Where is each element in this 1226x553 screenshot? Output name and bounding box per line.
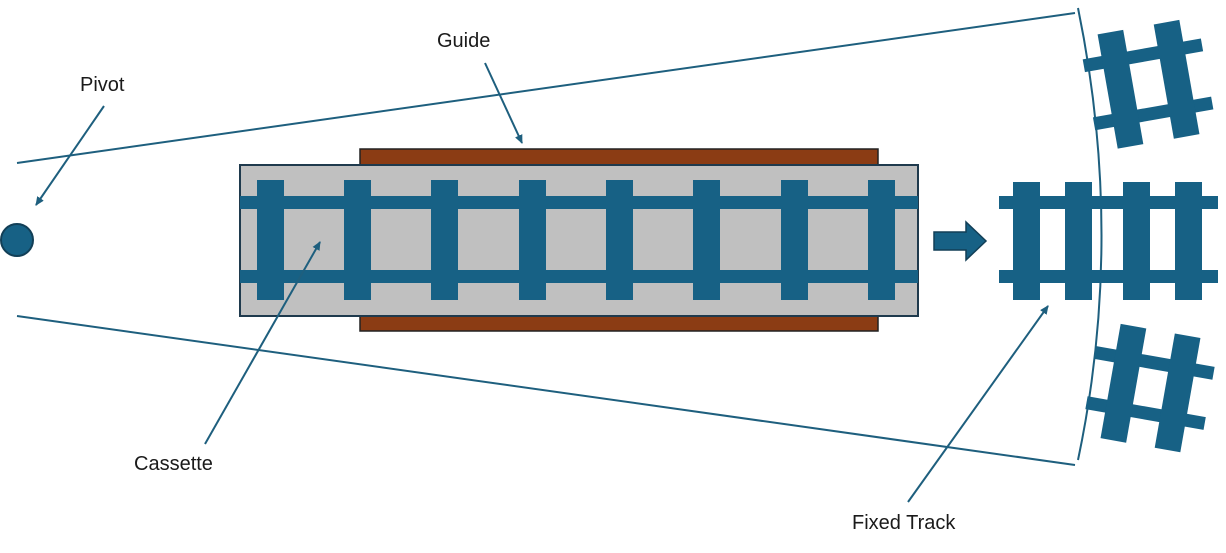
cassette-tie	[344, 180, 371, 300]
pivot-circle-icon	[0, 223, 34, 257]
pivot-label: Pivot	[80, 74, 125, 96]
guide-leader	[484, 62, 523, 144]
swing-line-upper	[16, 12, 1076, 164]
right-arrow-icon	[933, 220, 988, 262]
cassette-tie	[519, 180, 546, 300]
cassette-rail-upper	[240, 196, 918, 209]
cassette-body	[239, 164, 919, 317]
fixed-tie	[1153, 19, 1200, 139]
cassette-rail-lower	[240, 270, 918, 283]
swing-line-lower	[16, 315, 1076, 466]
cassette-leader	[204, 241, 321, 445]
cassette-tie	[257, 180, 284, 300]
cassette-label: Cassette	[134, 453, 213, 475]
guide-bottom	[359, 315, 879, 332]
fixed-tie	[1100, 323, 1147, 443]
fixed-track-center	[999, 182, 1218, 300]
fixed-track-label: Fixed Track	[852, 512, 956, 534]
fixed-track-upper	[1082, 19, 1214, 149]
fixed-tie	[1013, 182, 1040, 300]
cassette-tie	[693, 180, 720, 300]
fixed-tie	[1123, 182, 1150, 300]
fixed-track-lower	[1085, 323, 1215, 453]
cassette-tie	[868, 180, 895, 300]
cassette-tie	[431, 180, 458, 300]
cassette-tie	[781, 180, 808, 300]
fixed-rail-upper	[999, 196, 1218, 209]
fixed-tie	[1154, 333, 1201, 453]
pivot-leader	[35, 105, 105, 206]
guide-top	[359, 148, 879, 166]
fixed-tie	[1097, 29, 1144, 149]
fixed-rail-lower	[999, 270, 1218, 283]
fixed-tie	[1065, 182, 1092, 300]
fixed-track-leader	[907, 305, 1049, 503]
cassette-track	[240, 180, 918, 300]
fixed-tie	[1175, 182, 1202, 300]
cassette-tie	[606, 180, 633, 300]
guide-label: Guide	[437, 30, 491, 52]
